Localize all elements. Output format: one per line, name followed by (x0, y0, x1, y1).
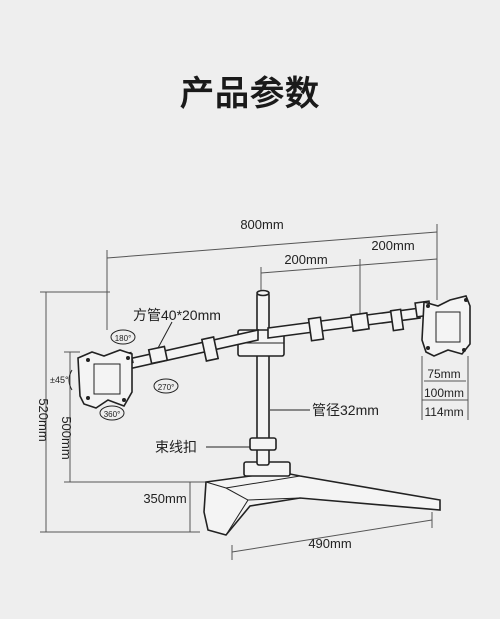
label-cable-clip: 束线扣 (155, 439, 197, 455)
label-vesa-75: 75mm (427, 367, 460, 381)
rotation-180-icon: 180° (110, 329, 136, 345)
stand-base (203, 461, 441, 536)
callout-cable-clip: 束线扣 (155, 439, 250, 455)
rotation-360-icon: 360° (99, 405, 125, 421)
label-200mm-left: 200mm (284, 252, 327, 267)
page-title: 产品参数 (180, 74, 320, 114)
label-vesa-114: 114mm (424, 405, 463, 419)
label-tilt: ±45° (50, 375, 69, 385)
label-500mm: 500mm (59, 416, 74, 459)
left-vesa-plate (77, 349, 133, 409)
vesa-dimensions: 75mm 100mm 114mm (421, 356, 469, 420)
dim-arm-segments: 200mm 200mm (260, 238, 438, 315)
label-490mm: 490mm (308, 536, 351, 551)
vertical-pole (237, 289, 285, 466)
label-vesa-100: 100mm (424, 386, 464, 400)
dim-base-depth: 350mm (143, 482, 191, 532)
label-350mm: 350mm (143, 491, 186, 506)
callout-arm-tube: 方管40*20mm (133, 307, 221, 349)
label-200mm-right: 200mm (371, 238, 414, 253)
label-rotation-270: 270° (158, 383, 175, 392)
label-rotation-360: 360° (104, 410, 121, 419)
label-arm-tube: 方管40*20mm (133, 307, 221, 323)
tilt-icon: ±45° (50, 369, 73, 391)
callout-pole-tube: 管径32mm (270, 402, 379, 418)
dim-base-width: 490mm (231, 512, 433, 560)
rotation-270-icon: 270° (153, 378, 179, 394)
right-arm (267, 300, 432, 342)
label-rotation-180: 180° (115, 334, 132, 343)
right-vesa-plate (421, 295, 471, 357)
left-arm (114, 329, 259, 373)
label-pole-tube: 管径32mm (312, 402, 379, 418)
label-520mm: 520mm (36, 398, 51, 441)
label-800mm: 800mm (240, 217, 283, 232)
dim-total-width: 800mm (106, 217, 438, 330)
